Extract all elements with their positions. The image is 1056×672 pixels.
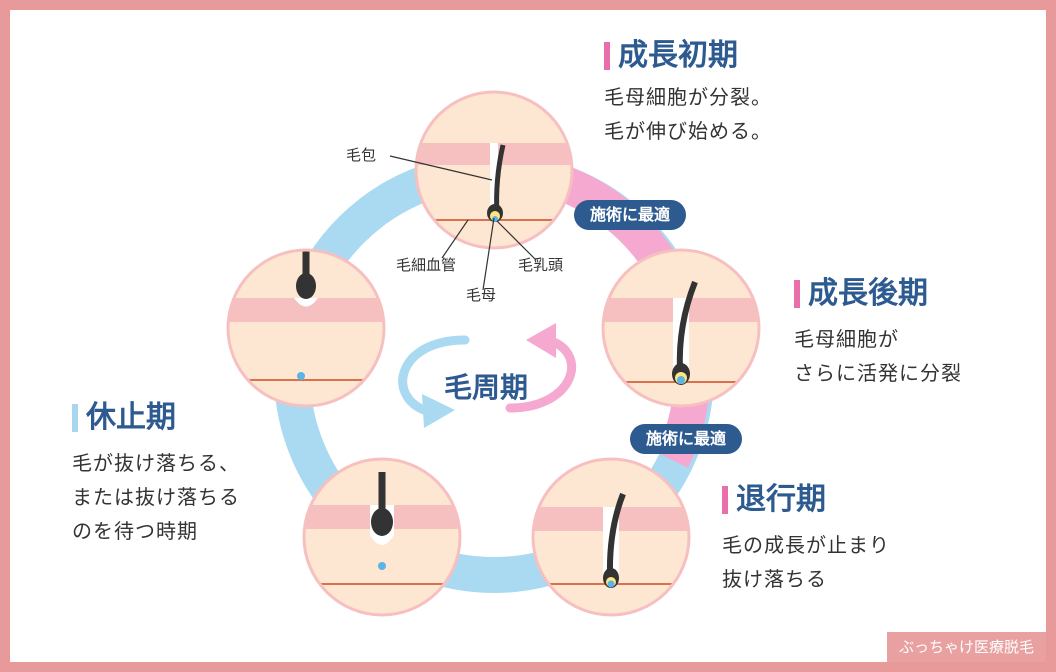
pointer-capillary [441,219,469,259]
label-follicle: 毛包 [346,146,377,164]
phase-telogen: 休止期 毛が抜け落ちる、 または抜け落ちる のを待つ時期 [72,400,240,548]
optimal-badge-2: 施術に最適 [630,424,743,454]
phase-desc-late-growth: 毛母細胞が さらに活発に分裂 [794,327,962,385]
cycle-center-label: 毛周期 [444,371,529,404]
skin-circle-early-growth [414,90,574,250]
label-capillary: 毛細血管 [396,256,457,274]
optimal-badge-1: 施術に最適 [574,200,687,230]
cycle-arrowhead-blue-icon [422,394,455,428]
label-papilla: 毛乳頭 [518,256,564,274]
phase-bar [604,42,610,70]
phase-title-early-growth: 成長初期 [618,38,738,73]
watermark: ぶっちゃけ医療脱毛 [886,632,1046,662]
phase-title-late-growth: 成長後期 [808,276,928,311]
phase-bar [722,486,728,514]
pointer-matrix [482,217,495,291]
hair-cycle-illustration [226,90,761,617]
phase-early-growth: 成長初期 毛母細胞が分裂。 毛が伸び始める。 [604,38,772,148]
pointer-papilla [496,220,537,261]
skin-circle-catagen [531,457,691,617]
skin-circle-telogen [226,248,386,408]
phase-bar [794,280,800,308]
cycle-arrowhead-pink-icon [526,323,556,358]
skin-circle-late-growth [601,248,761,408]
phase-title-catagen: 退行期 [736,482,826,517]
phase-bar [72,404,78,432]
phase-desc-telogen: 毛が抜け落ちる、 または抜け落ちる のを待つ時期 [72,451,240,543]
phase-late-growth: 成長後期 毛母細胞が さらに活発に分裂 [794,276,962,390]
diagram-frame: 毛包 毛細血管 毛乳頭 毛母 施術に最適 施術に最適 毛周期 成長初期 毛母細胞… [10,10,1046,662]
cycle-arrow-blue-icon [398,335,470,417]
phase-desc-catagen: 毛の成長が止まり 抜け落ちる [722,533,890,591]
phase-catagen: 退行期 毛の成長が止まり 抜け落ちる [722,482,890,596]
phase-title-telogen: 休止期 [86,400,176,435]
label-matrix: 毛母 [466,286,497,304]
skin-circle-shedding [302,457,462,617]
cycle-arrow-pink-icon [505,335,577,413]
pointer-follicle [389,155,493,181]
phase-desc-early-growth: 毛母細胞が分裂。 毛が伸び始める。 [604,85,772,143]
